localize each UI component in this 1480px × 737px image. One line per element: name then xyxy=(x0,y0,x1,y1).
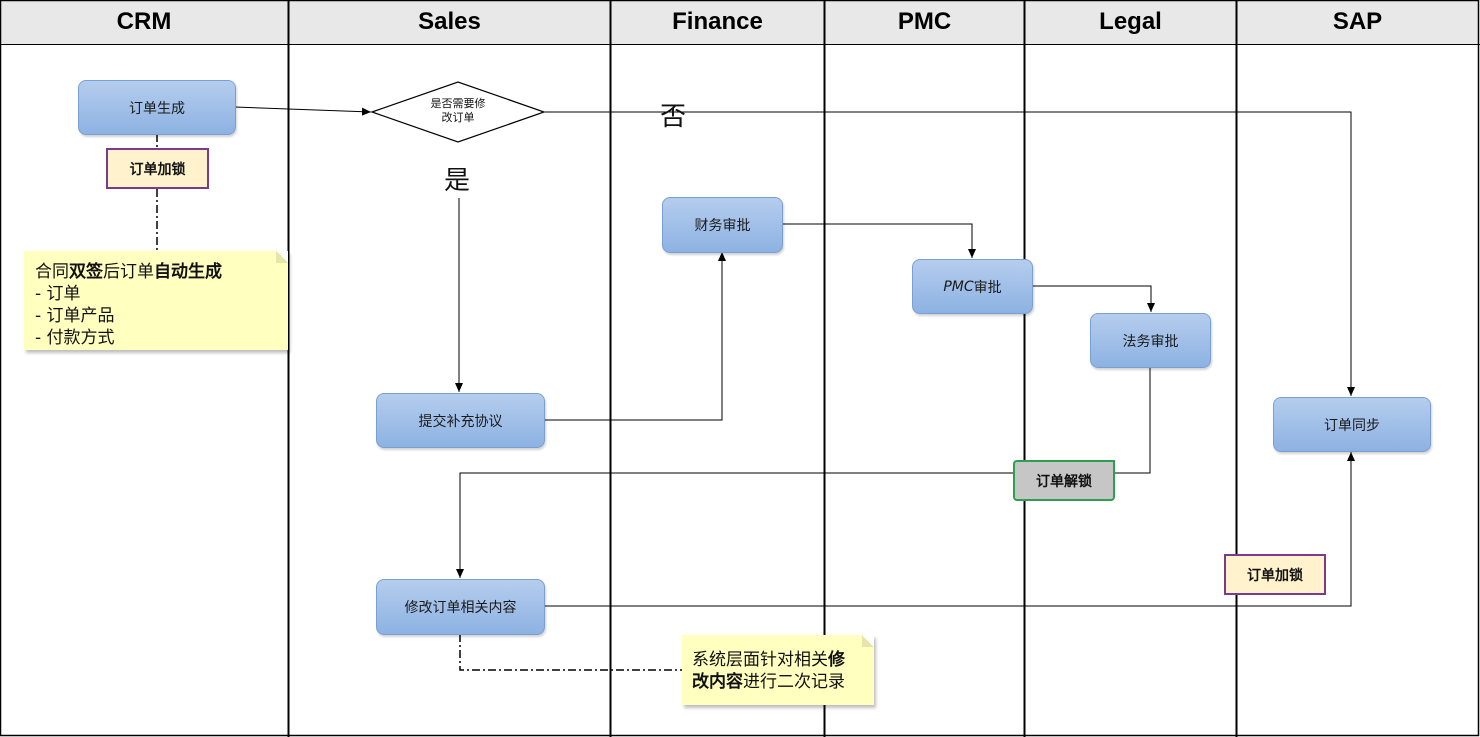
lane-header-crm: CRM xyxy=(0,0,288,44)
note-crm-auto-generate: 合同双签后订单自动生成 - 订单 - 订单产品 - 付款方式 xyxy=(24,251,288,350)
decision-no-label: 否 xyxy=(660,102,687,132)
node-modify-order[interactable]: 修改订单相关内容 xyxy=(376,579,545,635)
note-text: 系统层面针对相关 xyxy=(692,650,828,670)
note-text: 合同 xyxy=(35,262,69,282)
note-bold-text: 双签 xyxy=(69,262,103,282)
arrow-legal-to-modify xyxy=(456,367,1151,578)
lane-header-sap: SAP xyxy=(1237,0,1478,44)
note-text: 后订单 xyxy=(103,262,154,282)
decision-yes-label: 是 xyxy=(444,166,471,196)
note-fold xyxy=(862,635,874,647)
pmc-approve-suffix: 审批 xyxy=(973,279,1002,296)
note-fold xyxy=(276,251,288,263)
note-list-item: - 订单 xyxy=(35,284,81,304)
tag-order-lock-sap[interactable]: 订单加锁 xyxy=(1224,554,1326,595)
arrow-finance-to-pmc xyxy=(782,223,976,258)
lane-header-finance: Finance xyxy=(611,0,824,44)
note-text: 进行二次记录 xyxy=(743,672,845,692)
node-legal-approve[interactable]: 法务审批 xyxy=(1090,313,1211,368)
decision-label: 是否需要修 改订单 xyxy=(412,97,504,125)
tag-order-unlock[interactable]: 订单解锁 xyxy=(1013,460,1115,501)
annotation-link xyxy=(459,634,682,671)
note-list-item: - 付款方式 xyxy=(35,328,115,348)
arrow-modify-to-sync xyxy=(544,452,1355,607)
note-bold-text: 改内容 xyxy=(692,672,743,692)
note-bold-text: 修 xyxy=(828,650,845,670)
lane-header-pmc: PMC xyxy=(825,0,1024,44)
arrow-no-to-sync xyxy=(544,111,1355,396)
node-finance-approve[interactable]: 财务审批 xyxy=(662,197,783,253)
arrow-pmc-to-legal xyxy=(1032,285,1155,312)
note-secondary-record: 系统层面针对相关修改内容进行二次记录 xyxy=(682,635,874,705)
pmc-approve-prefix: PMC xyxy=(943,278,974,295)
node-order-sync[interactable]: 订单同步 xyxy=(1273,397,1431,452)
decision-label-line1: 是否需要修 xyxy=(430,97,486,110)
arrow-submit-to-finance xyxy=(544,252,726,421)
node-order-create[interactable]: 订单生成 xyxy=(78,80,236,135)
lane-header-sales: Sales xyxy=(289,0,610,44)
node-submit-supplement[interactable]: 提交补充协议 xyxy=(376,393,545,448)
note-crm-text: 合同双签后订单自动生成 - 订单 - 订单产品 - 付款方式 xyxy=(35,261,222,349)
decision-label-line2: 改订单 xyxy=(441,111,475,124)
note-crm-heading: 合同双签后订单自动生成 xyxy=(35,261,222,283)
tag-order-lock-crm[interactable]: 订单加锁 xyxy=(106,148,209,189)
arrow-create-to-decision xyxy=(234,106,372,116)
note-bottom-text: 系统层面针对相关修改内容进行二次记录 xyxy=(692,649,872,693)
note-list-item: - 订单产品 xyxy=(35,306,115,326)
note-bold-text: 自动生成 xyxy=(154,262,222,282)
lane-header-legal: Legal xyxy=(1025,0,1236,44)
